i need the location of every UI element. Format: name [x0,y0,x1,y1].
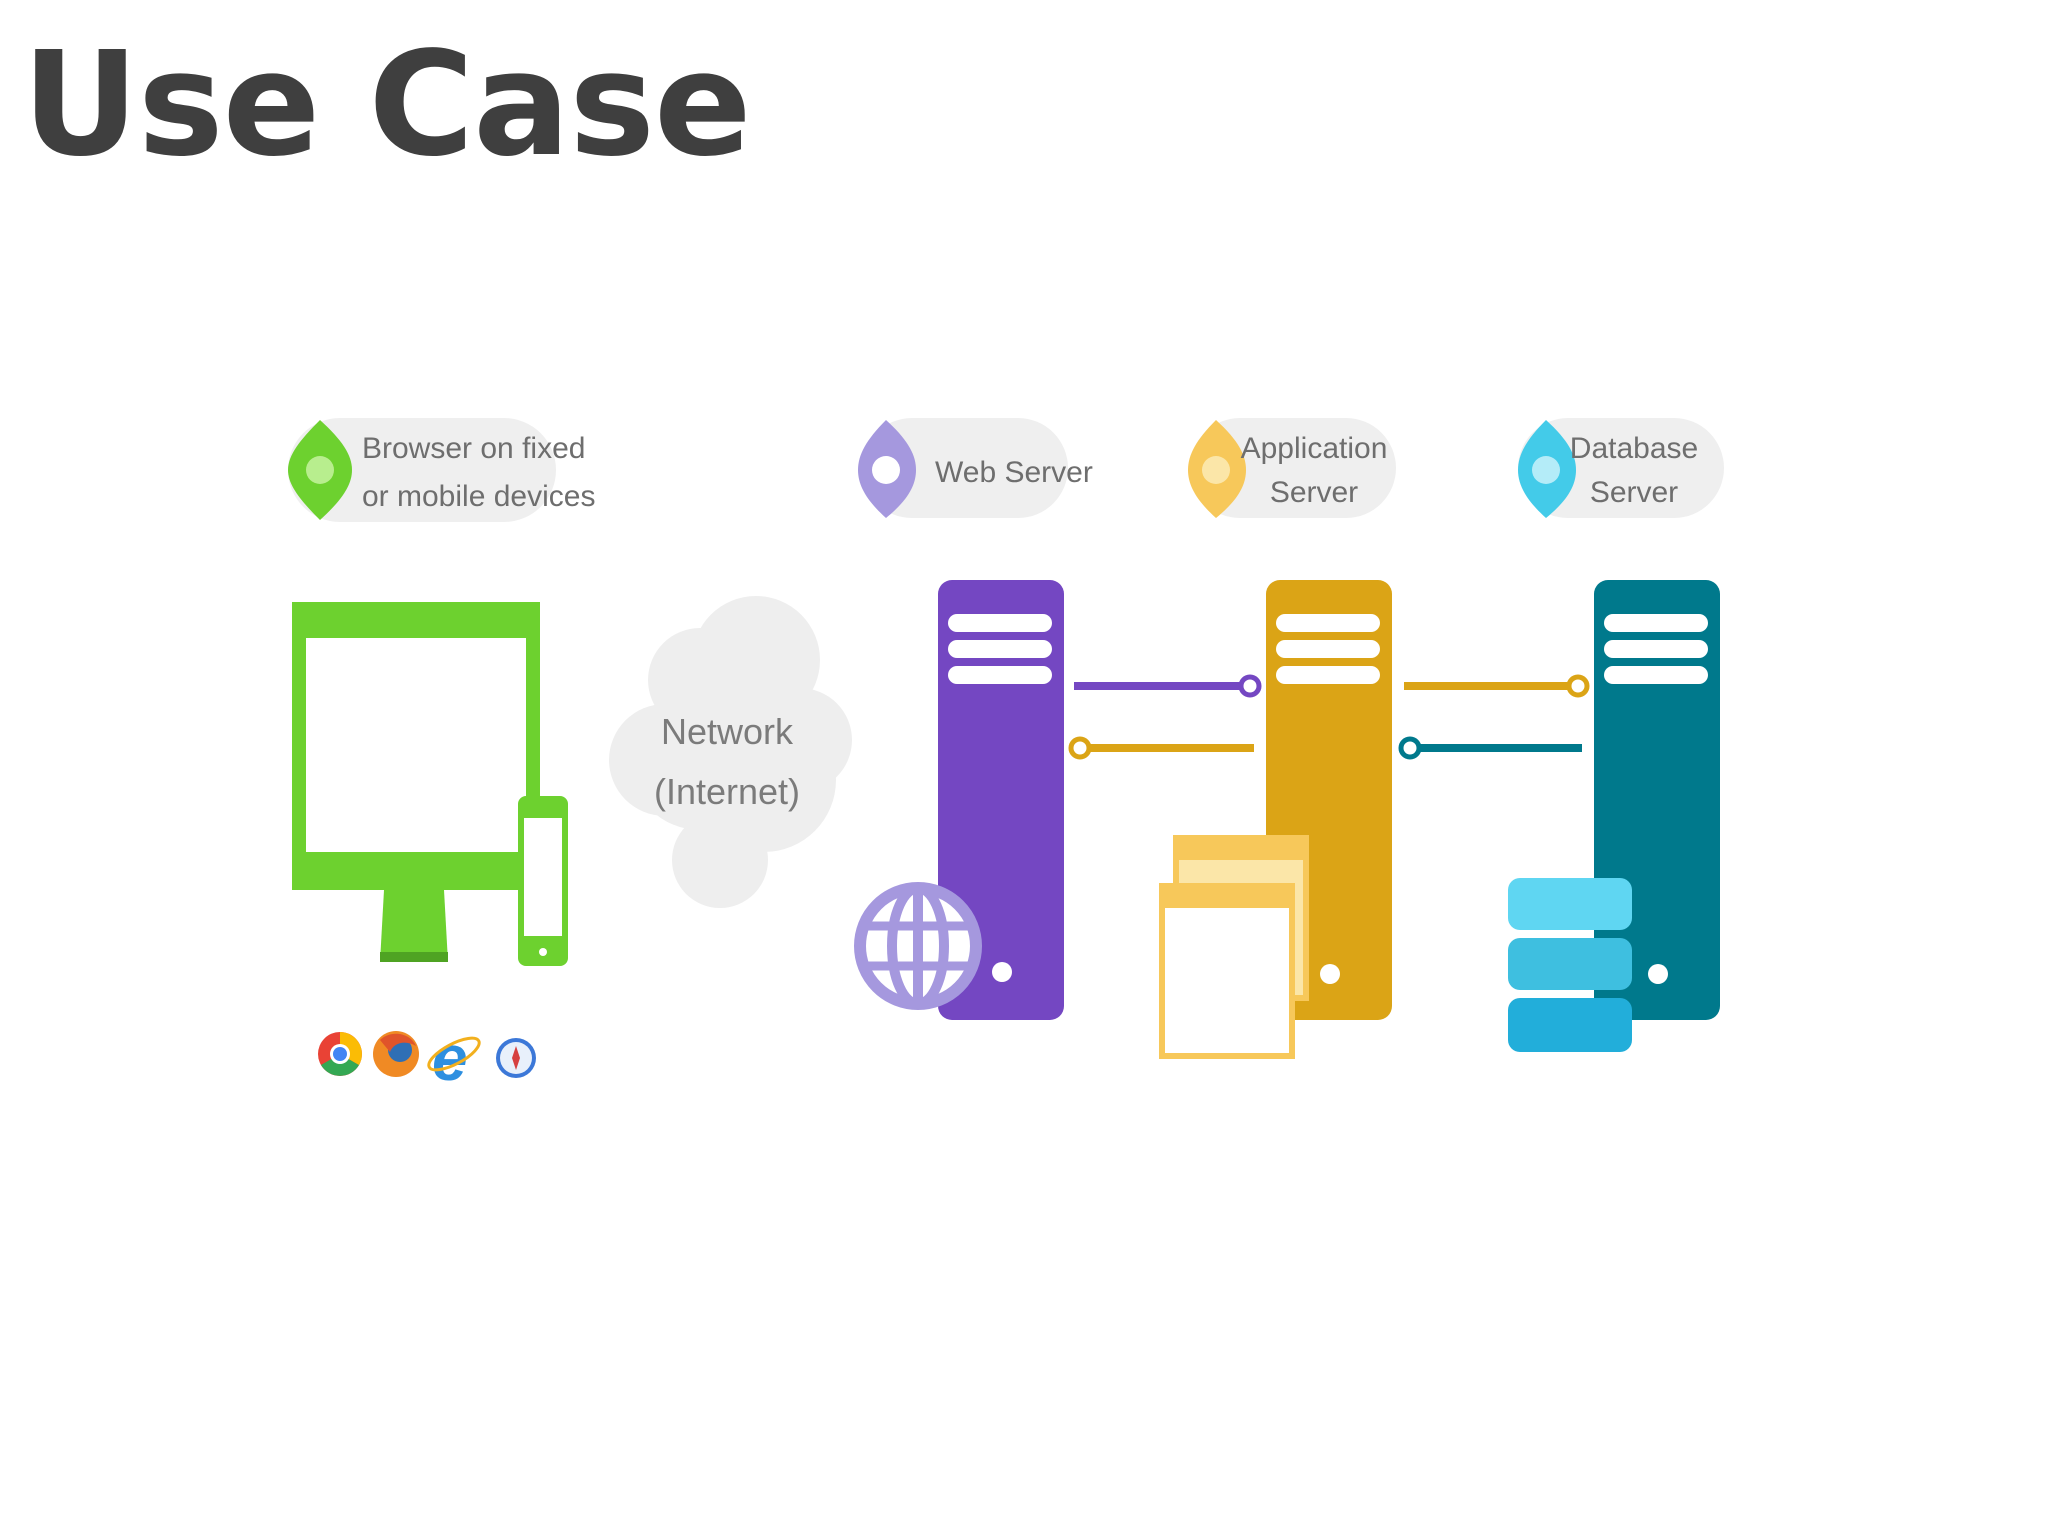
safari-icon [496,1038,536,1078]
web-app-connector [1068,674,1262,760]
app-windows-icon [1159,835,1309,1059]
slide-title: Use Case [22,20,752,188]
internet-explorer-icon: e [427,1022,481,1094]
firefox-icon [373,1031,419,1077]
client-label-line1: Browser on fixed [362,432,585,465]
app-server-label-line1: Application [1241,432,1388,465]
network-label-line2: (Internet) [654,771,800,812]
database-disks-icon [1508,878,1632,1052]
network-label-line1: Network [661,711,794,752]
db-server-marker-icon [1518,420,1576,518]
db-server-label-line2: Server [1590,476,1678,509]
web-server-label-pill: Web Server [858,418,1093,518]
client-marker-icon [288,420,352,520]
svg-text:e: e [432,1022,468,1094]
db-server-label-line1: Database [1570,432,1698,465]
mobile-phone-icon [518,796,568,966]
globe-icon [854,882,982,1010]
desktop-monitor-icon [292,602,540,962]
client-label-line2: or mobile devices [362,480,595,513]
app-server-marker-icon [1188,420,1246,518]
app-server-label-line2: Server [1270,476,1358,509]
client-label-pill: Browser on fixed or mobile devices [288,418,595,522]
app-db-connector [1398,674,1590,760]
network-cloud-icon: Network (Internet) [609,596,852,908]
chrome-icon [318,1032,362,1076]
web-server-label: Web Server [935,456,1093,489]
db-server-label-pill: Database Server [1518,418,1724,518]
app-server-label-pill: Application Server [1188,418,1396,518]
web-server-marker-icon [858,420,916,518]
